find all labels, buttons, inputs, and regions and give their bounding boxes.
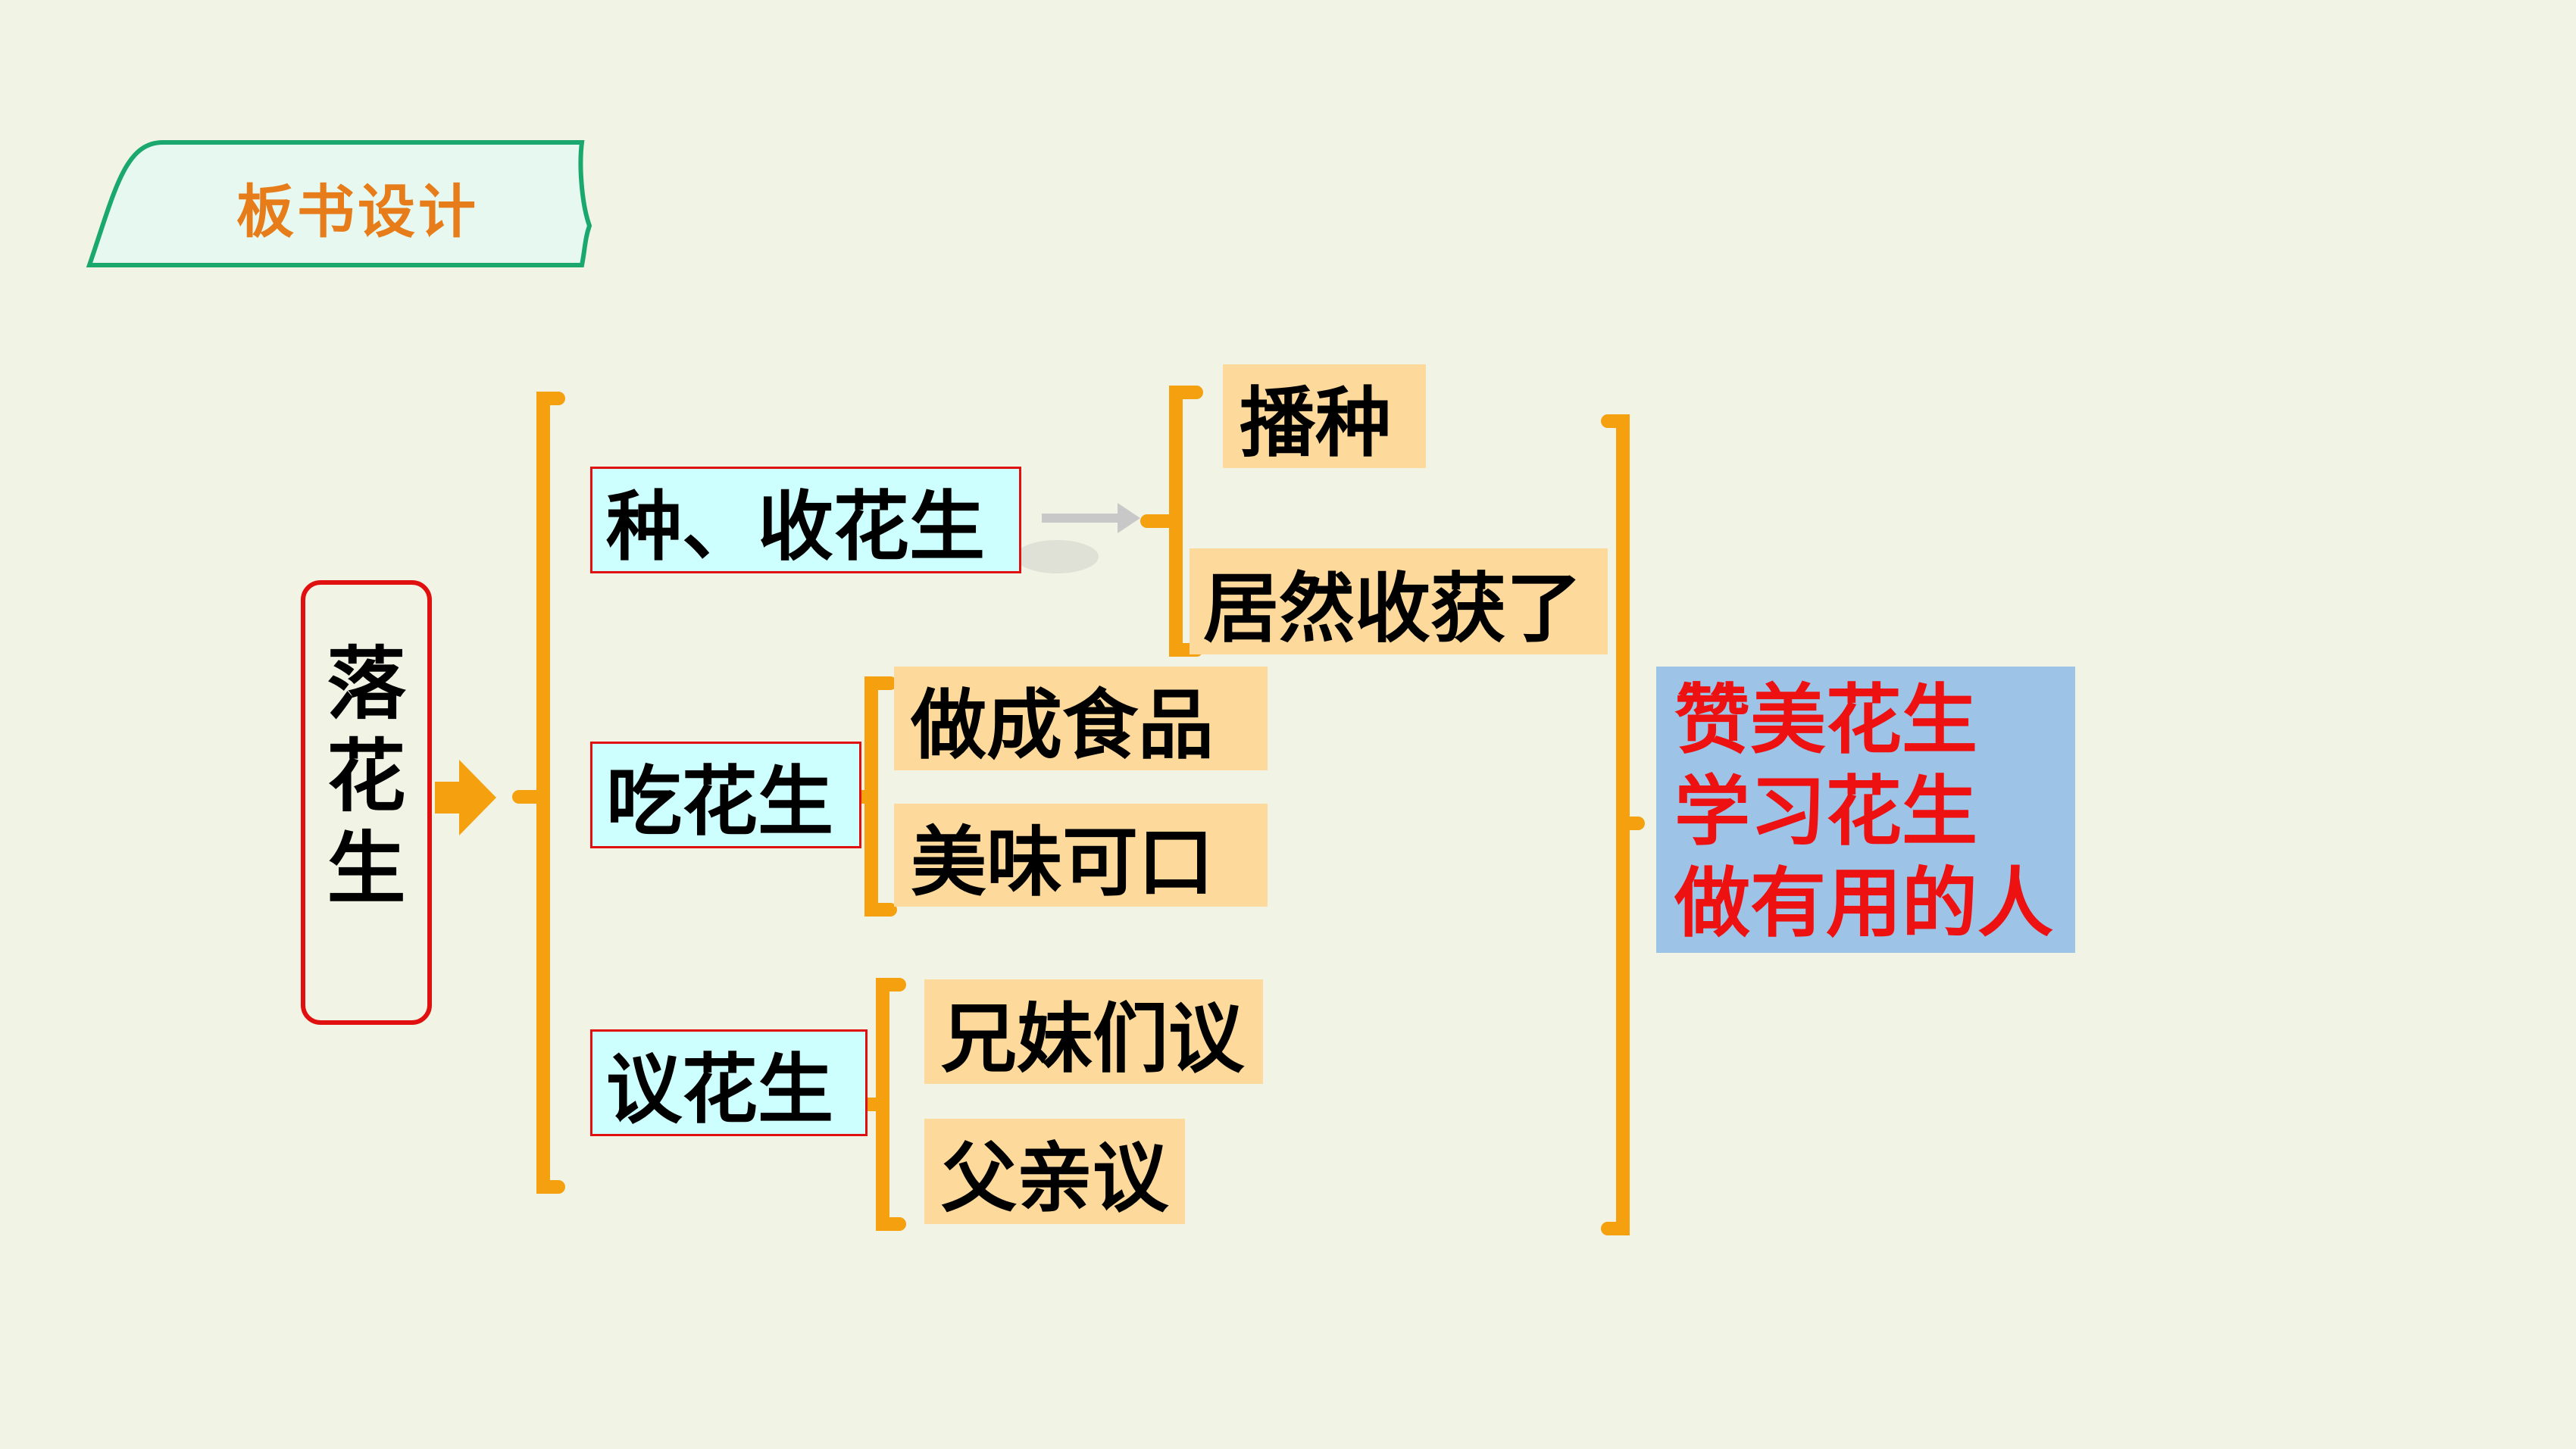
branch-3-item-2: 父亲议 <box>924 1119 1185 1224</box>
root-arrow-icon <box>435 760 496 835</box>
branch-3-item-1: 兄妹们议 <box>924 979 1263 1084</box>
branch-2-item-2: 美味可口 <box>894 804 1268 907</box>
conclusion-line-3: 做有用的人 <box>1674 859 2053 948</box>
branch-1-item-2: 居然收获了 <box>1190 548 1608 654</box>
gray-arrow-icon <box>1015 503 1140 573</box>
branch-1-label: 种、收花生 <box>590 467 1021 573</box>
root-char-2: 花 <box>327 730 406 823</box>
conclusion-line-1: 赞美花生 <box>1674 676 1977 764</box>
header-tab-title: 板书设计 <box>236 178 479 245</box>
root-label: 落 花 生 <box>301 638 432 915</box>
branch-1-bracket <box>1140 386 1203 657</box>
conclusion-box: 赞美花生 学习花生 做有用的人 <box>1656 667 2075 953</box>
branch-2-item-1: 做成食品 <box>894 667 1268 770</box>
conclusion-line-2: 学习花生 <box>1674 767 1977 856</box>
root-char-3: 生 <box>327 823 406 915</box>
branch-1-item-1: 播种 <box>1223 364 1426 468</box>
conclusion-bracket <box>1601 414 1645 1235</box>
header-tab-shape <box>86 140 592 267</box>
branch-2-label: 吃花生 <box>590 742 861 848</box>
root-char-1: 落 <box>327 638 406 730</box>
main-bracket <box>512 392 565 1194</box>
root-box <box>301 580 432 1025</box>
branch-3-label: 议花生 <box>590 1029 868 1136</box>
